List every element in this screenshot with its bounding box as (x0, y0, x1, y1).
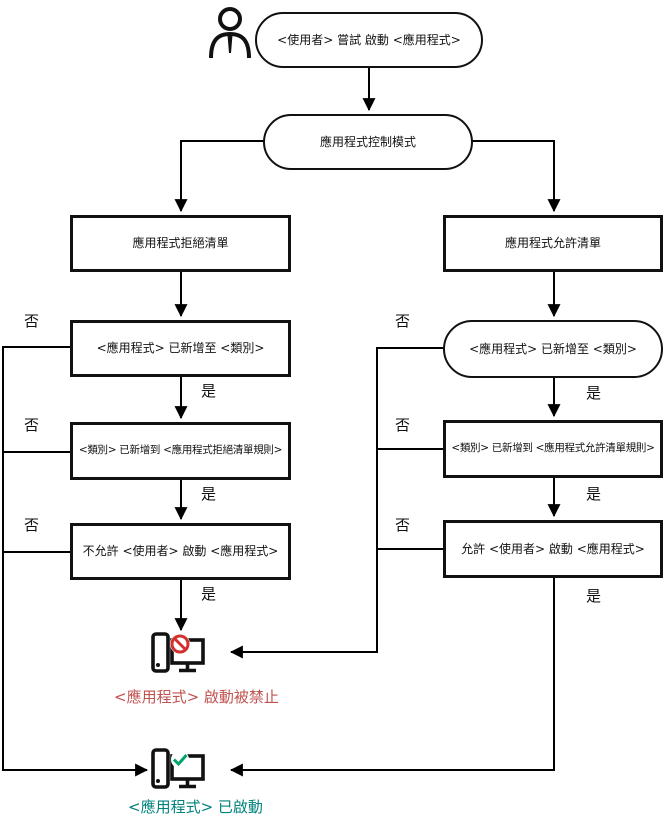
allow-check-rule-label: <類別> 已新增到 <應用程式允許清單規則> (451, 442, 655, 455)
allow-check-category-label: <應用程式> 已新增至 <類別> (469, 341, 637, 356)
deny-check-category-node: <應用程式> 已新增至 <類別> (70, 320, 291, 377)
start-node: <使用者> 嘗試 啟動 <應用程式> (255, 12, 483, 68)
started-caption: <應用程式> 已啟動 (128, 798, 263, 816)
mode-node: 應用程式控制模式 (263, 114, 473, 170)
allow-yes-label-2: 是 (584, 485, 604, 503)
allow-yes-label-1: 是 (584, 384, 604, 402)
prohibited-badge-icon (170, 634, 190, 654)
edge-allow-no-rail-to-blocked (229, 347, 443, 659)
edge-deny-no-rail-to-started (2, 346, 149, 777)
deny-action-node: 不允許 <使用者> 啟動 <應用程式> (70, 523, 291, 580)
allow-yes-label-3: 是 (584, 587, 604, 605)
allow-no-label-3: 否 (393, 516, 413, 534)
mode-node-label: 應用程式控制模式 (319, 134, 416, 149)
check-badge-backing (171, 750, 189, 769)
edge-mode-to-denylist (174, 140, 264, 213)
deny-check-category-label: <應用程式> 已新增至 <類別> (96, 341, 265, 355)
check-badge-icon (172, 754, 188, 767)
deny-yes-label-1: 是 (199, 382, 219, 400)
allow-no-label-1: 否 (393, 312, 413, 330)
allow-check-category-node: <應用程式> 已新增至 <類別> (443, 320, 663, 378)
edge-mode-to-allowlist (472, 140, 561, 213)
deny-no-label-2: 否 (22, 416, 42, 434)
denylist-node: 應用程式拒絕清單 (70, 215, 291, 272)
denylist-node-label: 應用程式拒絕清單 (132, 236, 229, 250)
edge-allow-action-to-started (229, 578, 555, 777)
deny-check-rule-label: <類別> 已新增到 <應用程式拒絕清單規則> (78, 444, 283, 457)
computer-blocked-icon (151, 632, 205, 673)
allow-action-node: 允許 <使用者> 啟動 <應用程式> (443, 520, 663, 578)
allow-action-label: 允許 <使用者> 啟動 <應用程式> (461, 541, 645, 556)
allowlist-node: 應用程式允許清單 (443, 215, 663, 272)
deny-no-label-3: 否 (22, 516, 42, 534)
deny-no-label-1: 否 (22, 312, 42, 330)
person-icon (209, 7, 251, 59)
computer-started-icon (151, 748, 205, 789)
allowlist-node-label: 應用程式允許清單 (504, 236, 601, 250)
blocked-caption: <應用程式> 啟動被禁止 (114, 688, 279, 706)
deny-yes-label-2: 是 (199, 485, 219, 503)
allow-check-rule-node: <類別> 已新增到 <應用程式允許清單規則> (443, 420, 663, 478)
deny-check-rule-node: <類別> 已新增到 <應用程式拒絕清單規則> (70, 422, 291, 480)
allow-no-label-2: 否 (393, 416, 413, 434)
deny-action-label: 不允許 <使用者> 啟動 <應用程式> (82, 544, 279, 558)
start-node-label: <使用者> 嘗試 啟動 <應用程式> (277, 32, 461, 47)
deny-yes-label-3: 是 (199, 585, 219, 603)
